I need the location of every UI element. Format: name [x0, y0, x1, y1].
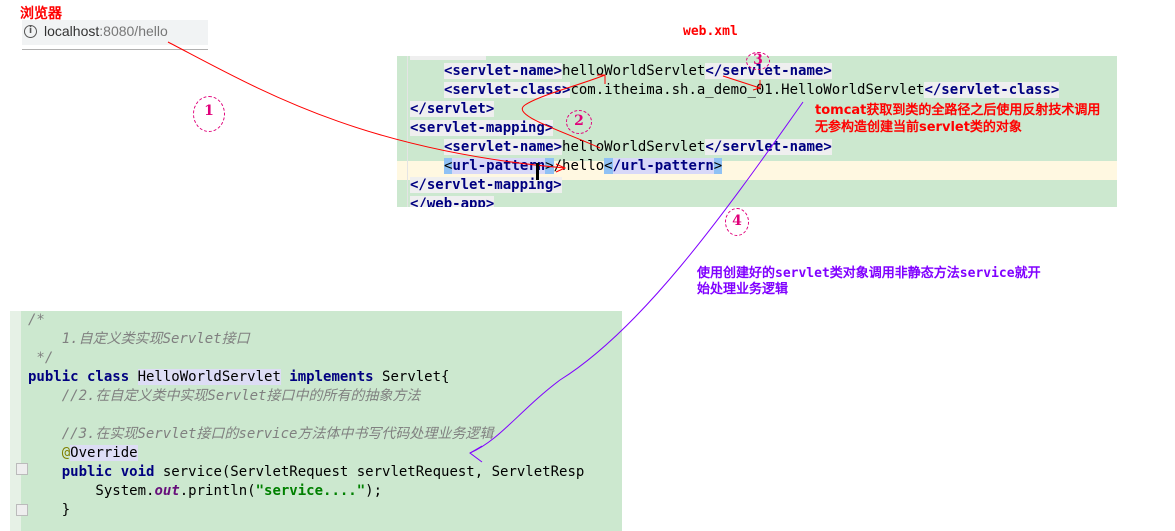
code-token: HelloWorldServlet: [137, 369, 281, 385]
code-line: <servlet-class>com.itheima.sh.a_demo_01.…: [410, 81, 1060, 100]
url-host: localhost: [44, 23, 100, 39]
code-token: <servlet-mapping>: [410, 120, 554, 136]
arrow-1: [167, 41, 566, 169]
code-token: out: [154, 483, 180, 499]
code-token: helloWorldServlet: [562, 139, 706, 155]
tomcat-note-line: 无参构造创建当前servlet类的对象: [815, 120, 1022, 135]
webxml-title: web.xml: [683, 24, 738, 39]
code-line: <url-pattern>/hello</url-pattern>: [410, 157, 1059, 176]
code-line: System.out.println("service....");: [28, 482, 584, 501]
code-token: <: [604, 158, 613, 174]
code-line: */: [28, 349, 584, 368]
java-code: /* 1.自定义类实现Servlet接口 */ public class Hell…: [28, 311, 584, 520]
code-token: System.: [28, 483, 155, 499]
service-note-line: 使用创建好的servlet类对象调用非静态方法service就开: [697, 266, 1041, 281]
gutter-line: [407, 56, 408, 207]
code-token: /*: [28, 312, 45, 328]
code-token: >: [713, 158, 723, 174]
code-line: <servlet-mapping>: [410, 119, 1059, 138]
code-token: <servlet>: [410, 56, 486, 60]
code-token: </web-app>: [410, 196, 495, 207]
code-token: service(ServletRequest servletRequest, S…: [162, 464, 585, 480]
gutter: [10, 311, 21, 531]
fold-end-icon[interactable]: [16, 504, 28, 516]
code-token: */: [28, 350, 54, 366]
code-token: url-pattern: [452, 158, 546, 174]
step-4-badge: 4: [725, 208, 749, 236]
webxml-code-panel: <servlet><servlet-name>helloWorldServlet…: [397, 56, 1117, 207]
code-token: }: [28, 502, 71, 518]
code-line: /*: [28, 311, 584, 330]
code-token: com.itheima.sh.a_demo_01.HelloWorldServl…: [570, 82, 925, 98]
code-line: //2.在自定义类中实现Servlet接口中的所有的抽象方法: [28, 387, 584, 406]
code-token: <servlet-name>: [444, 63, 563, 79]
code-line: @Override: [28, 444, 584, 463]
code-token: <: [444, 158, 453, 174]
code-token: //3.在实现Servlet接口的service方法体中书写代码处理业务逻辑: [28, 426, 494, 442]
text-cursor: [536, 163, 539, 180]
address-bar-divider: [22, 49, 208, 50]
code-token: /hello: [553, 158, 605, 174]
code-token: /url-pattern: [612, 158, 714, 174]
code-line: }: [28, 501, 584, 520]
code-token: public class: [28, 369, 138, 385]
fold-icon[interactable]: [16, 463, 28, 475]
code-line: </web-app>: [410, 195, 1059, 207]
arrow-4: [469, 101, 804, 454]
code-token: </servlet>: [410, 101, 495, 117]
step-3-badge: 3: [746, 52, 770, 70]
service-note: 使用创建好的servlet类对象调用非静态方法service就开始处理业务逻辑: [697, 266, 1041, 298]
code-line: public class HelloWorldServlet implement…: [28, 368, 584, 387]
url-path: :8080/hello: [99, 23, 168, 39]
code-line: </servlet>: [410, 100, 1059, 119]
browser-label: 浏览器: [20, 6, 62, 22]
code-token: "service....": [255, 483, 366, 499]
info-icon[interactable]: i: [24, 25, 37, 38]
code-line: //3.在实现Servlet接口的service方法体中书写代码处理业务逻辑: [28, 425, 584, 444]
code-line: </servlet-mapping>: [410, 176, 1059, 195]
arrowhead-1: [555, 163, 567, 173]
arrow-3: [722, 75, 761, 89]
current-line-highlight: [397, 161, 1117, 180]
tomcat-note-line: tomcat获取到类的全路径之后使用反射技术调用: [815, 103, 1101, 118]
arrowhead-3: [752, 80, 761, 91]
code-token: Override: [70, 445, 138, 461]
arrowhead-2: [597, 74, 606, 84]
service-note-line: 始处理业务逻辑: [697, 282, 789, 297]
arrowhead-4: [469, 445, 483, 463]
code-token: </servlet-mapping>: [410, 177, 562, 193]
step-2-badge: 2: [566, 110, 592, 134]
code-token: );: [365, 483, 383, 499]
java-code-panel: /* 1.自定义类实现Servlet接口 */ public class Hell…: [10, 311, 622, 531]
tomcat-note: tomcat获取到类的全路径之后使用反射技术调用无参构造创建当前servlet类…: [815, 102, 1100, 136]
address-bar[interactable]: [22, 20, 208, 45]
url-text[interactable]: localhost:8080/hello: [44, 23, 168, 39]
code-token: </servlet-name>: [705, 139, 832, 155]
code-token: .println(: [179, 483, 256, 499]
step-1-badge: 1: [193, 96, 225, 132]
code-line: 1.自定义类实现Servlet接口: [28, 330, 584, 349]
code-line: <servlet>: [410, 56, 1059, 62]
code-token: <servlet-class>: [444, 82, 571, 98]
code-line: public void service(ServletRequest servl…: [28, 463, 585, 482]
code-token: <servlet-name>: [444, 139, 563, 155]
arrow-2: [521, 74, 606, 149]
code-line: <servlet-name>helloWorldServlet</servlet…: [410, 138, 1059, 157]
code-token: Servlet{: [382, 369, 450, 385]
code-token: implements: [280, 369, 383, 385]
code-token: >: [545, 158, 554, 174]
code-token: //2.在自定义类中实现Servlet接口中的所有的抽象方法: [28, 388, 421, 404]
code-token: </servlet-class>: [924, 82, 1060, 98]
code-token: 1.自定义类实现Servlet接口: [28, 331, 250, 347]
webxml-code: <servlet><servlet-name>helloWorldServlet…: [410, 56, 1060, 207]
code-token: </servlet-name>: [705, 63, 832, 79]
code-token: @: [61, 445, 71, 461]
code-token: public void: [61, 464, 163, 480]
